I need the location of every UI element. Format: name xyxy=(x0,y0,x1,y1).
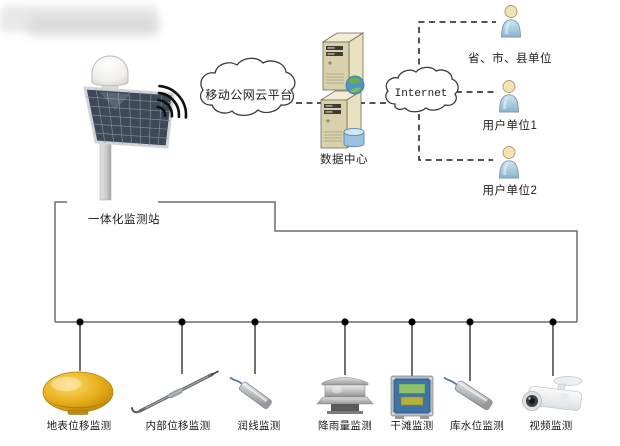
solar-panel xyxy=(83,86,175,149)
sensor-wetline xyxy=(229,376,272,409)
internet-label: Internet xyxy=(394,88,448,100)
sensor-drop-lines xyxy=(79,322,554,381)
sensor-video-camera xyxy=(522,376,583,411)
database-icon xyxy=(343,127,365,148)
sensor-label-dry-beach: 干滩监测 xyxy=(390,420,434,432)
mobile-cloud-shape xyxy=(199,57,296,117)
user-label-unit2: 用户单位2 xyxy=(482,185,538,197)
sensor-internal-displacement xyxy=(131,370,219,414)
sensor-water-level xyxy=(443,376,493,411)
sensor-label-rainfall: 降雨量监测 xyxy=(318,420,372,432)
sensor-label-water-level: 库水位监测 xyxy=(450,420,504,432)
data-center-servers xyxy=(320,32,365,149)
watermark-smudge-2 xyxy=(28,16,158,36)
internet-cloud-shape xyxy=(385,66,459,113)
data-center-label: 数据中心 xyxy=(320,154,368,166)
sensor-label-video: 视频监测 xyxy=(529,420,573,432)
user-label-gov: 省、市、县单位 xyxy=(468,53,552,65)
sensor-dry-beach xyxy=(390,375,434,419)
user-icon-unit2 xyxy=(499,146,519,179)
sensor-label-surface-displacement: 地表位移监测 xyxy=(46,420,112,432)
globe-icon xyxy=(345,75,365,95)
user-icon-gov xyxy=(501,5,521,38)
sensor-label-wetline: 润线监测 xyxy=(237,420,281,432)
wifi-signal-icon xyxy=(156,84,188,119)
station-pole xyxy=(99,139,112,201)
sensor-label-internal-displacement: 内部位移监测 xyxy=(145,420,211,432)
user-label-unit1: 用户单位1 xyxy=(482,120,538,132)
sensor-surface-displacement xyxy=(42,371,114,415)
mobile-cloud-label: 移动公网云平台 xyxy=(205,88,293,102)
user-icon-unit1 xyxy=(499,80,519,113)
station-label: 一体化监测站 xyxy=(88,214,160,226)
monitoring-station-image xyxy=(83,55,188,201)
bus-junction-dots xyxy=(76,318,557,326)
solid-connection-lines xyxy=(54,201,578,323)
gnss-dome-antenna xyxy=(91,55,129,87)
sensor-rain-gauge xyxy=(316,377,374,414)
